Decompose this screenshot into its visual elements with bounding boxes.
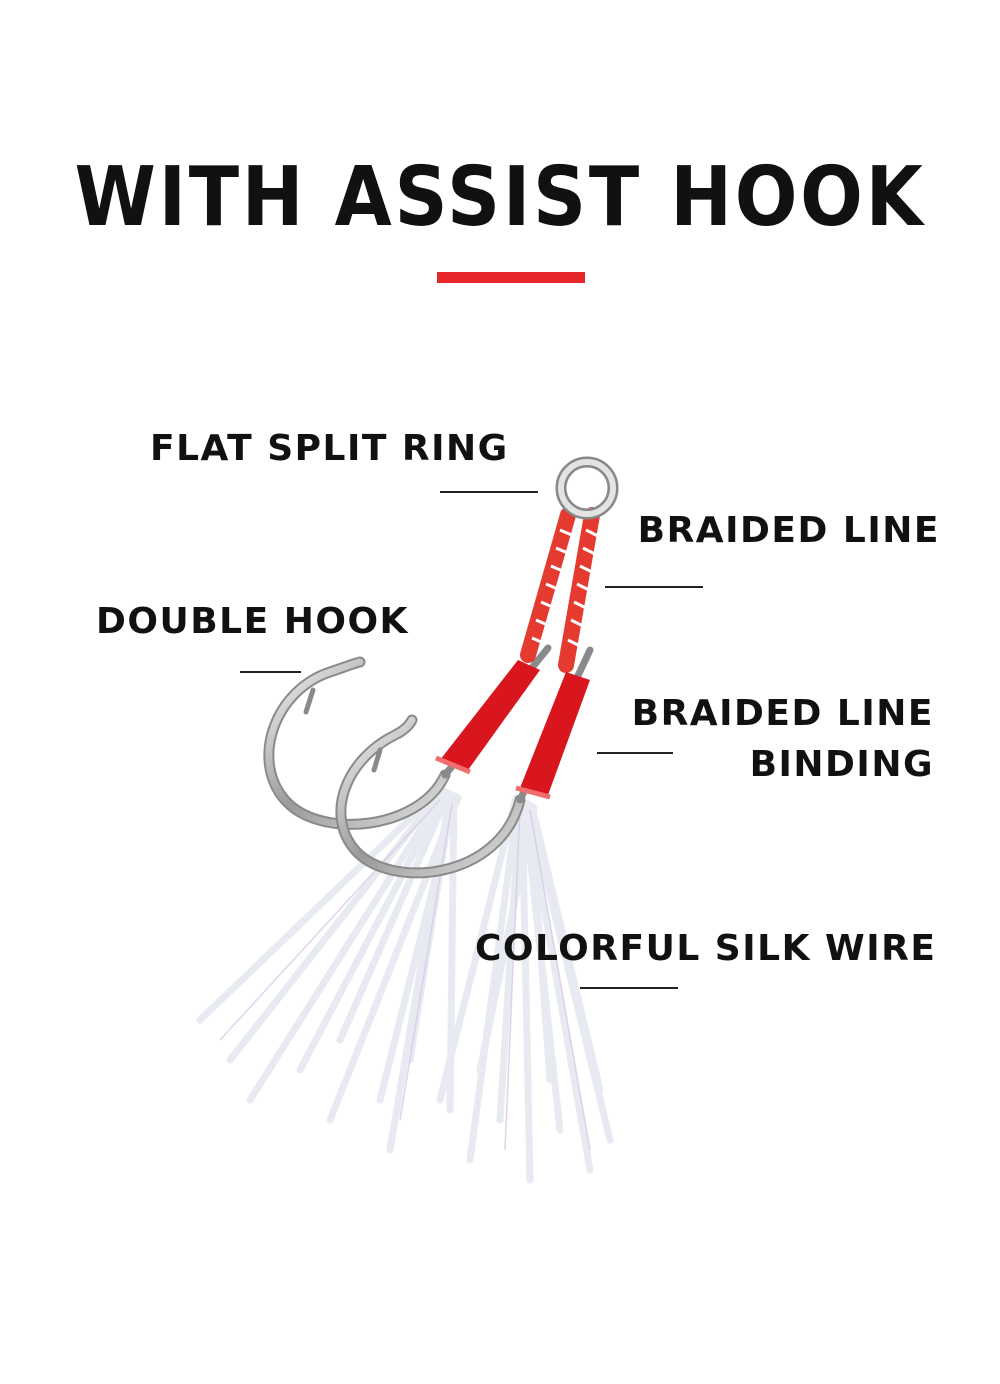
leader-line-braided-line <box>605 586 703 588</box>
silk-wire-glints <box>219 799 591 1151</box>
flat-split-ring-shape <box>555 456 619 520</box>
leader-line-double-hook <box>240 671 301 673</box>
braided-line-binding-shape <box>435 660 590 800</box>
label-double-hook: DOUBLE HOOK <box>96 601 409 642</box>
leader-line-flat-split-ring <box>440 491 538 493</box>
label-braided-line-binding-2: BINDING <box>749 744 934 785</box>
braided-line-shape <box>520 507 600 673</box>
page-title: WITH ASSIST HOOK <box>74 150 926 245</box>
label-colorful-silk-wire: COLORFUL SILK WIRE <box>475 928 937 969</box>
silk-wire-strands <box>196 786 614 1184</box>
label-braided-line: BRAIDED LINE <box>637 510 940 551</box>
leader-line-colorful-silk-wire <box>580 987 678 989</box>
label-braided-line-binding-1: BRAIDED LINE <box>631 693 934 734</box>
title-underline <box>437 272 585 283</box>
label-flat-split-ring: FLAT SPLIT RING <box>150 428 509 469</box>
leader-line-braided-line-binding <box>597 752 673 754</box>
